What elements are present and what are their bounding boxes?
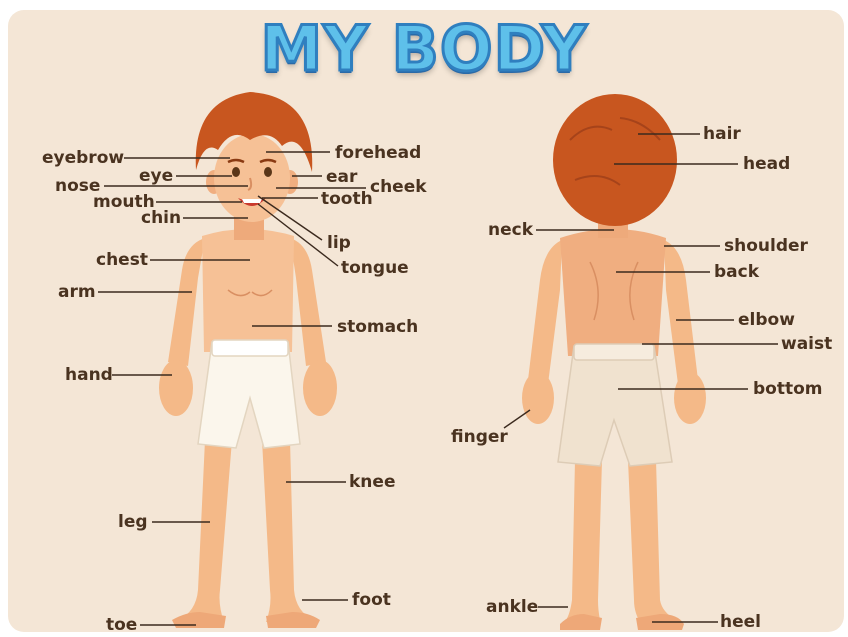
front-figure (159, 92, 337, 628)
label-tooth: tooth (321, 189, 373, 209)
label-hand: hand (65, 365, 113, 385)
label-foot: foot (352, 590, 391, 610)
label-head: head (743, 154, 790, 174)
label-bottom: bottom (753, 379, 823, 399)
back-right-arm (664, 240, 698, 384)
back-hair (553, 94, 677, 226)
label-back: back (714, 262, 759, 282)
label-lip: lip (327, 233, 351, 253)
back-left-arm (528, 240, 562, 384)
label-forehead: forehead (335, 143, 421, 163)
back-shorts (558, 346, 672, 466)
label-hair: hair (703, 124, 741, 144)
label-finger: finger (451, 427, 508, 447)
label-knee: knee (349, 472, 395, 492)
front-left-leg (178, 440, 232, 622)
back-torso (560, 229, 666, 356)
label-heel: heel (720, 612, 761, 632)
front-right-arm (290, 238, 326, 366)
front-left-arm (168, 238, 205, 366)
front-left-hand (159, 360, 193, 416)
label-cheek: cheek (370, 177, 427, 197)
front-shorts (198, 342, 300, 448)
front-right-hand (303, 360, 337, 416)
label-ear: ear (326, 167, 357, 187)
front-face (214, 134, 290, 222)
back-right-leg (628, 460, 676, 622)
label-leg: leg (118, 512, 148, 532)
label-arm: arm (58, 282, 96, 302)
label-chest: chest (96, 250, 148, 270)
back-right-hand (674, 372, 706, 424)
label-ankle: ankle (486, 597, 538, 617)
label-waist: waist (781, 334, 832, 354)
label-chin: chin (141, 208, 181, 228)
back-left-leg (566, 460, 602, 620)
label-stomach: stomach (337, 317, 418, 337)
label-toe: toe (106, 615, 137, 635)
label-elbow: elbow (738, 310, 795, 330)
front-right-leg (262, 440, 314, 622)
back-left-hand (522, 372, 554, 424)
label-shoulder: shoulder (724, 236, 808, 256)
label-tongue: tongue (341, 258, 409, 278)
back-figure (522, 94, 706, 630)
front-torso (202, 229, 294, 352)
label-neck: neck (488, 220, 533, 240)
label-eyebrow: eyebrow (42, 148, 124, 168)
label-eye: eye (139, 166, 173, 186)
